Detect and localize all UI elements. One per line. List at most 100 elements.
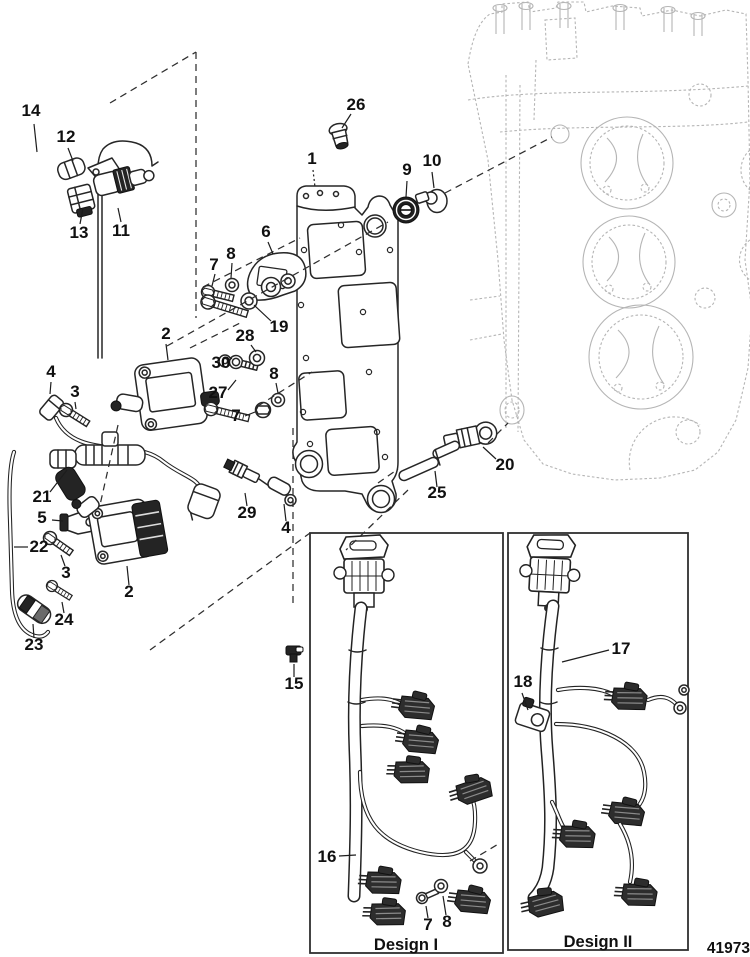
tee-fitting-21 bbox=[49, 431, 146, 501]
label-leader-11 bbox=[117, 207, 122, 223]
pin-25 bbox=[398, 440, 461, 482]
harness-17 bbox=[514, 531, 690, 920]
design-2-box bbox=[507, 531, 690, 951]
label-leader-2 bbox=[126, 565, 130, 586]
part-label-18: 18 bbox=[514, 672, 533, 691]
label-leader-3 bbox=[60, 554, 66, 567]
label-leader-21 bbox=[49, 469, 68, 493]
part-label-14: 14 bbox=[22, 101, 41, 120]
label-leader-12 bbox=[67, 147, 74, 162]
part-label-3: 3 bbox=[61, 563, 70, 582]
plate-holes bbox=[297, 221, 394, 461]
part-label-16: 16 bbox=[318, 847, 337, 866]
label-leader-19 bbox=[253, 304, 272, 322]
plug-boot-large bbox=[187, 483, 221, 521]
label-leader-7 bbox=[425, 905, 429, 919]
part-label-29: 29 bbox=[238, 503, 257, 522]
label-leader-6 bbox=[267, 241, 274, 255]
label-leader-7 bbox=[211, 273, 216, 287]
label-leader-13 bbox=[79, 207, 84, 225]
engine-block bbox=[467, 1, 750, 481]
part-label-7: 7 bbox=[231, 406, 240, 425]
design-2-caption: Design II bbox=[564, 933, 633, 951]
part-label-17: 17 bbox=[612, 639, 631, 658]
fitting-23 bbox=[16, 594, 52, 625]
cylinder-bore-2 bbox=[582, 215, 676, 309]
label-leader-28 bbox=[250, 344, 257, 353]
label-leader-30 bbox=[226, 357, 233, 363]
label-leader-10 bbox=[431, 171, 435, 189]
harness-16 bbox=[333, 534, 494, 930]
part-label-8: 8 bbox=[269, 364, 278, 383]
part-label-12: 12 bbox=[57, 127, 76, 146]
dashed-guides bbox=[99, 51, 553, 862]
sensor-13 bbox=[66, 183, 96, 218]
washer-8c bbox=[433, 878, 449, 894]
label-leader-23 bbox=[32, 623, 35, 639]
washer-8b bbox=[270, 392, 286, 408]
part-label-6: 6 bbox=[261, 222, 270, 241]
label-leader-18 bbox=[521, 692, 529, 711]
part-label-3: 3 bbox=[70, 382, 79, 401]
part-label-20: 20 bbox=[496, 455, 515, 474]
screw-27 bbox=[228, 354, 259, 371]
part-label-5: 5 bbox=[37, 508, 46, 527]
grommet-9 bbox=[392, 196, 420, 224]
label-leader-8 bbox=[275, 382, 279, 394]
push-plug-26 bbox=[328, 122, 349, 150]
part-label-27: 27 bbox=[209, 383, 228, 402]
part-label-9: 9 bbox=[402, 160, 411, 179]
part-label-8: 8 bbox=[442, 912, 451, 931]
plug-boot-4b bbox=[267, 476, 297, 507]
part-label-19: 19 bbox=[270, 317, 289, 336]
label-leader-5 bbox=[51, 519, 64, 522]
part-label-7: 7 bbox=[209, 255, 218, 274]
part-label-23: 23 bbox=[25, 635, 44, 654]
part-label-7: 7 bbox=[423, 915, 432, 934]
part-label-10: 10 bbox=[423, 151, 442, 170]
label-leader-2 bbox=[165, 343, 169, 361]
electrical-mounting-plate bbox=[292, 185, 401, 514]
fastener-stack bbox=[198, 122, 498, 482]
sensor-12 bbox=[56, 157, 86, 181]
label-leader-4 bbox=[49, 381, 52, 395]
part-label-15: 15 bbox=[285, 674, 304, 693]
cylinder-bore-1 bbox=[580, 116, 674, 210]
label-leader-16 bbox=[338, 854, 357, 857]
part-label-28: 28 bbox=[236, 326, 255, 345]
washer-19a bbox=[240, 292, 258, 310]
part-label-8: 8 bbox=[226, 244, 235, 263]
part-label-4: 4 bbox=[46, 362, 56, 381]
part-label-1: 1 bbox=[307, 149, 316, 168]
part-label-4: 4 bbox=[281, 518, 291, 537]
label-leader-4 bbox=[283, 503, 287, 522]
part-label-13: 13 bbox=[70, 223, 89, 242]
sensor-11 bbox=[92, 166, 155, 197]
part-label-2: 2 bbox=[124, 582, 133, 601]
label-leader-9 bbox=[405, 180, 408, 198]
washer-28 bbox=[248, 349, 266, 367]
label-leader-8 bbox=[230, 262, 233, 279]
design-1-box bbox=[309, 532, 504, 954]
left-hardware bbox=[7, 357, 297, 639]
part-label-25: 25 bbox=[428, 483, 447, 502]
bushing-10 bbox=[414, 188, 448, 214]
clip-18 bbox=[514, 696, 551, 733]
label-leader-3 bbox=[74, 401, 77, 410]
cylinder-bore-3 bbox=[588, 304, 694, 410]
plug-boot-4 bbox=[39, 394, 65, 421]
eyelet bbox=[472, 858, 488, 874]
clip-15 bbox=[285, 645, 304, 663]
label-leader-24 bbox=[61, 601, 65, 614]
part-label-30: 30 bbox=[212, 353, 231, 372]
long-bolt-27 bbox=[202, 400, 252, 426]
plate-pads bbox=[298, 220, 401, 477]
sensor-20 bbox=[442, 421, 498, 449]
label-leader-1 bbox=[312, 169, 316, 188]
label-leader-8 bbox=[442, 895, 447, 916]
part-label-22: 22 bbox=[30, 537, 49, 556]
drawing-number: 41973 bbox=[707, 940, 750, 957]
